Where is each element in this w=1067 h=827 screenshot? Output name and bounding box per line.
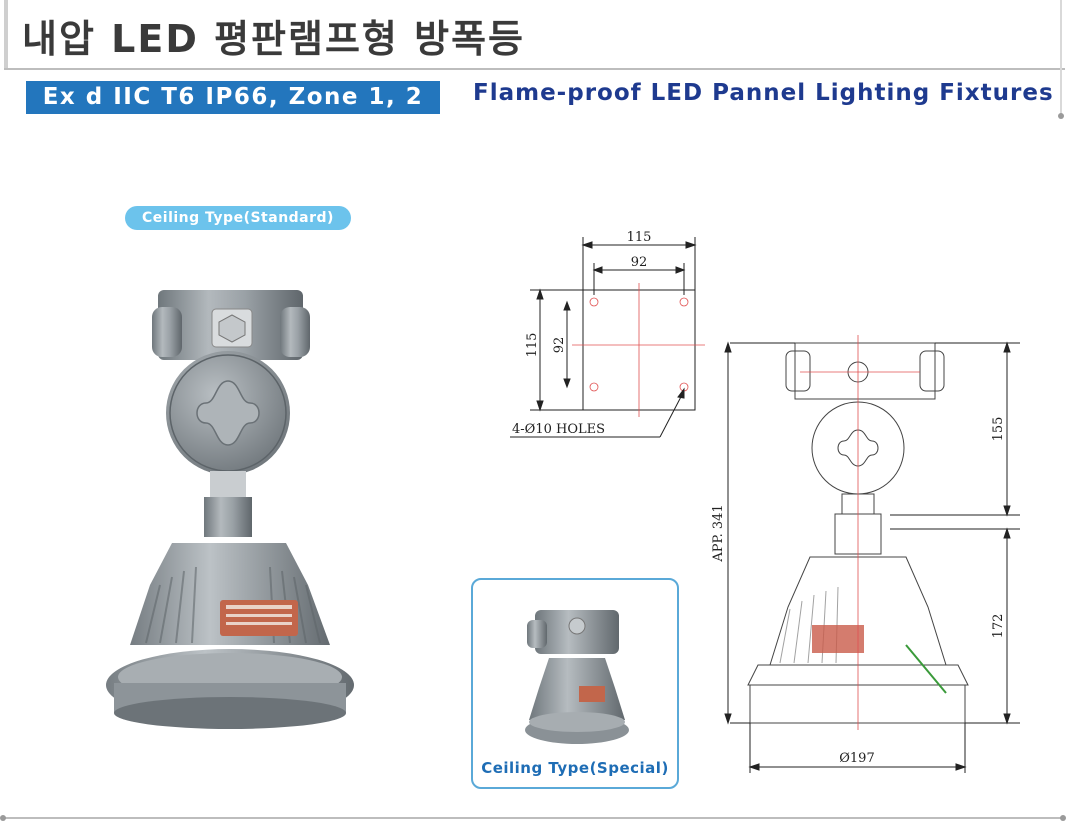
header-side-divider (1060, 0, 1062, 118)
special-type-panel: Ceiling Type(Special) (471, 578, 679, 789)
header-divider (4, 68, 1065, 70)
product-subtitle: Flame-proof LED Pannel Lighting Fixtures (473, 80, 1054, 106)
footer-divider (4, 817, 1065, 819)
special-type-label: Ceiling Type(Special) (481, 759, 669, 777)
title-frame (4, 0, 8, 68)
dim-upper-height: 155 (991, 417, 1006, 442)
divider-dot-icon (1058, 113, 1064, 119)
divider-dot-icon (1060, 815, 1066, 821)
holes-note: 4-Ø10 HOLES (512, 422, 605, 437)
dim-diameter: Ø197 (839, 751, 874, 766)
special-fixture-photo (525, 610, 629, 744)
divider-dot-icon (0, 815, 6, 821)
standard-fixture-photo (106, 290, 354, 729)
rating-badge: Ex d IIC T6 IP66, Zone 1, 2 (26, 81, 440, 114)
dim-plate-height: 115 (525, 333, 540, 358)
dim-plate-width: 115 (627, 230, 652, 245)
dim-hole-pitch-h: 92 (631, 255, 648, 270)
dim-lower-height: 172 (991, 614, 1006, 639)
page-title: 내압 LED 평판램프형 방폭등 (22, 17, 526, 61)
dim-hole-pitch-v: 92 (552, 337, 567, 354)
dimension-drawing: 115 92 115 92 4-Ø10 HOLES (510, 230, 1020, 773)
standard-type-label: Ceiling Type(Standard) (125, 206, 351, 230)
dim-overall-height: APP. 341 (711, 504, 726, 562)
